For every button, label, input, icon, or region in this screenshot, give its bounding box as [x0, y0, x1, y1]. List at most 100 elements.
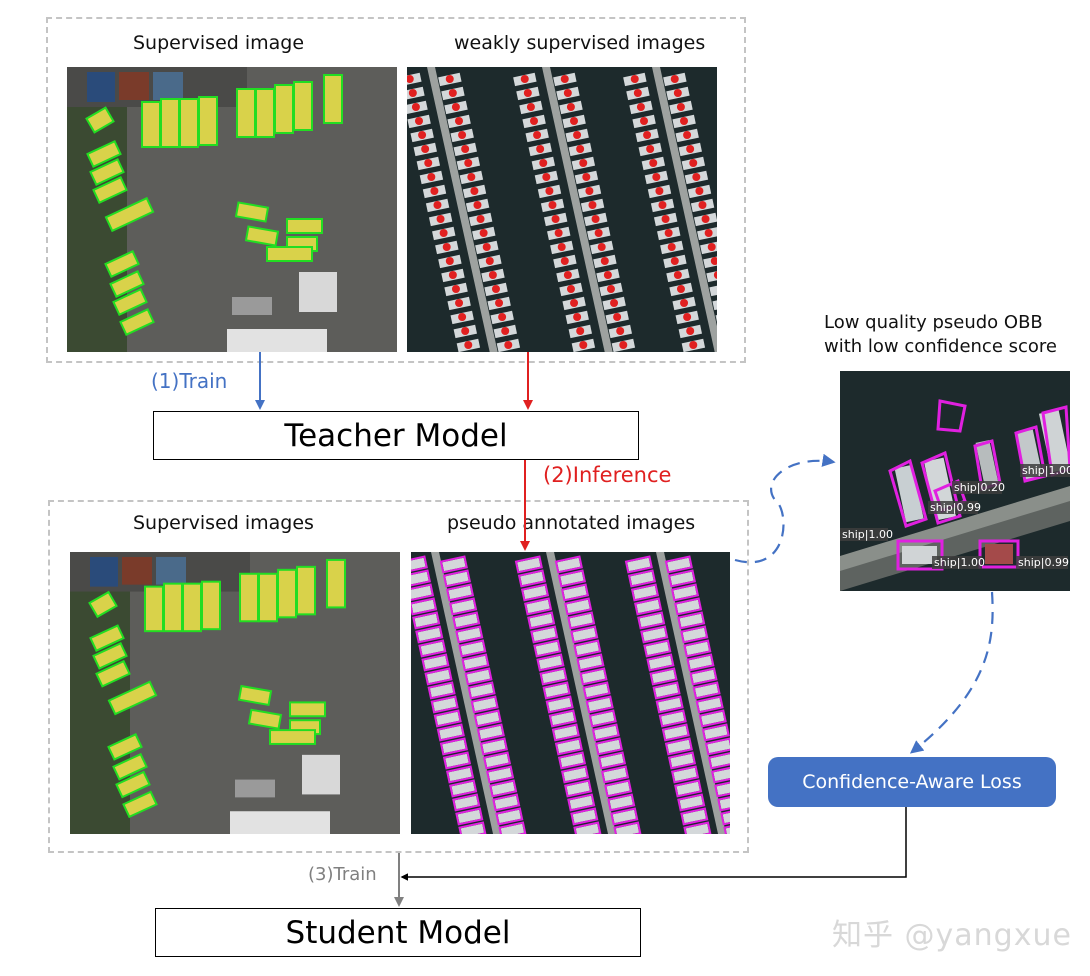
point-annotation [482, 243, 491, 251]
boat [551, 711, 575, 726]
boat [600, 753, 624, 768]
dock [427, 67, 498, 352]
point-annotation [495, 299, 504, 307]
pseudo-obb [717, 793, 730, 812]
confidence-aware-loss-box: Confidence-Aware Loss [768, 757, 1056, 807]
boat [645, 641, 670, 656]
watermark: 知乎 @yangxue [832, 918, 1072, 953]
bus-bbox [141, 101, 161, 148]
pseudo-obb [445, 765, 475, 784]
point-annotation [579, 159, 588, 167]
point-annotation [613, 313, 622, 321]
bus-bbox [274, 84, 294, 134]
boat [710, 753, 730, 768]
train1-label: (1)Train [151, 369, 228, 393]
point-annotation [704, 229, 713, 237]
crop-box-label: ship|0.99 [1018, 556, 1069, 569]
point-annotation [594, 229, 603, 237]
teacher-model-box: Teacher Model [153, 411, 639, 460]
pseudo-annotated-image [411, 552, 730, 834]
bus-bbox [236, 88, 256, 138]
pseudo-obb [695, 695, 724, 714]
boat [575, 641, 600, 656]
boat [554, 725, 578, 740]
boat [526, 599, 550, 614]
pseudo-obb [470, 695, 499, 714]
point-annotation [610, 299, 619, 307]
point-annotation [415, 117, 423, 125]
bus-bbox [92, 175, 128, 205]
pseudo-obb [564, 597, 593, 616]
bus-bbox [104, 196, 155, 233]
pseudo-obb [658, 709, 687, 728]
boat [429, 683, 454, 698]
point-annotation [427, 173, 436, 181]
bus-bbox [286, 218, 323, 234]
pseudo-obb [430, 695, 459, 714]
boat [587, 697, 612, 712]
weakly-supervised-image [407, 67, 717, 352]
boat [488, 767, 512, 782]
point-annotation [636, 103, 645, 111]
point-annotation [667, 243, 676, 251]
crop-box-label: ship|1.00 [1022, 464, 1070, 477]
point-annotation [686, 145, 695, 153]
pseudo-obb [646, 653, 675, 672]
boat [609, 795, 633, 810]
point-annotation [664, 229, 673, 237]
pseudo-obb [551, 723, 580, 742]
pseudo-obb [714, 779, 730, 798]
low-quality-crop: ship|1.00 ship|0.20 ship|0.99 ship|1.00 … [840, 371, 1070, 591]
boat [476, 711, 500, 726]
boat [627, 557, 651, 572]
boat [451, 599, 475, 614]
pseudo-obb [634, 597, 663, 616]
boat [457, 627, 481, 642]
point-annotation [545, 187, 554, 195]
bus-bbox [237, 684, 273, 707]
inference-label: (2)Inference [543, 463, 672, 487]
boat [535, 641, 560, 656]
bus-bbox [112, 287, 148, 317]
bus-bbox [109, 269, 145, 299]
pseudo-obb [683, 639, 712, 658]
bus-bbox [255, 88, 275, 138]
top-left-label: Supervised image [133, 32, 305, 54]
boat [667, 557, 691, 572]
boat [557, 557, 581, 572]
point-annotation [488, 271, 497, 279]
point-annotation [436, 215, 445, 223]
pseudo-obb [689, 667, 718, 686]
boat [454, 613, 478, 628]
point-annotation [421, 145, 430, 153]
point-annotation [407, 75, 414, 83]
bus-bbox [107, 733, 143, 761]
dashed-to-loss-arrow [909, 591, 994, 754]
pseudo-obb [604, 779, 633, 798]
boat [581, 669, 606, 684]
point-annotation [548, 201, 557, 209]
point-annotation [470, 187, 479, 195]
bus-bbox [289, 701, 326, 718]
boat [520, 571, 544, 586]
pseudo-obb [677, 611, 706, 630]
point-annotation [418, 131, 427, 139]
pseudo-obb [514, 555, 543, 574]
point-annotation [566, 103, 575, 111]
point-annotation [649, 159, 658, 167]
point-annotation [686, 327, 695, 335]
boat [547, 697, 572, 712]
point-annotation [585, 187, 594, 195]
point-annotation [498, 313, 507, 321]
pseudo-obb [637, 611, 666, 630]
boat [670, 753, 694, 768]
point-annotation [573, 313, 582, 321]
pseudo-obb [661, 723, 690, 742]
boat [432, 697, 457, 712]
point-annotation [504, 341, 513, 349]
boat [701, 711, 725, 726]
point-annotation [566, 285, 575, 293]
pseudo-obb [643, 639, 672, 658]
point-annotation [530, 117, 538, 125]
